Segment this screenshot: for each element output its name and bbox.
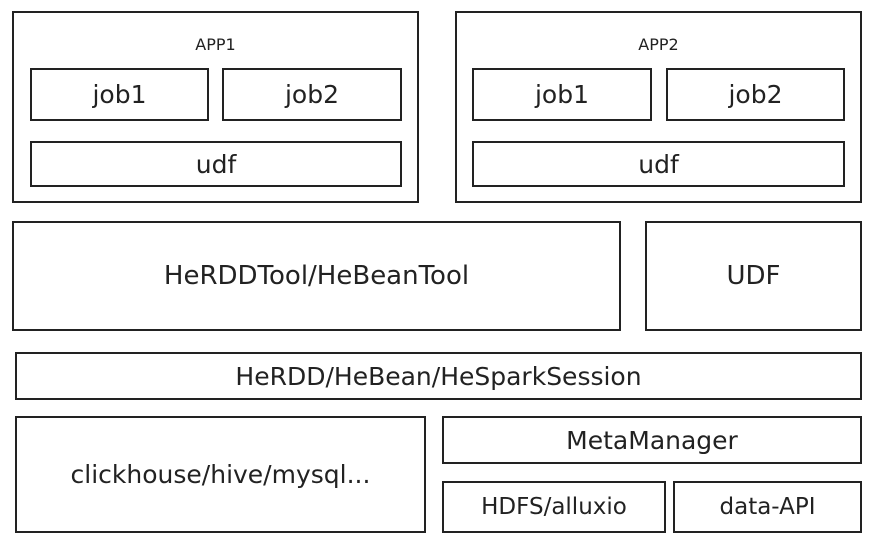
global-udf-box: UDF (645, 221, 862, 331)
meta-manager-box: MetaManager (442, 416, 862, 464)
hdfs-alluxio-box: HDFS/alluxio (442, 481, 666, 533)
app2-job1-box: job1 (472, 68, 652, 121)
app1-title: APP1 (195, 35, 236, 54)
app2-title: APP2 (638, 35, 679, 54)
app1-job1-box: job1 (30, 68, 209, 121)
app1-udf-box: udf (30, 141, 402, 187)
tools-box: HeRDDTool/HeBeanTool (12, 221, 621, 331)
app2-job2-box: job2 (666, 68, 845, 121)
app2-udf-box: udf (472, 141, 845, 187)
data-api-box: data-API (673, 481, 862, 533)
app1-job2-box: job2 (222, 68, 402, 121)
session-layer-box: HeRDD/HeBean/HeSparkSession (15, 352, 862, 400)
data-sources-box: clickhouse/hive/mysql... (15, 416, 426, 533)
